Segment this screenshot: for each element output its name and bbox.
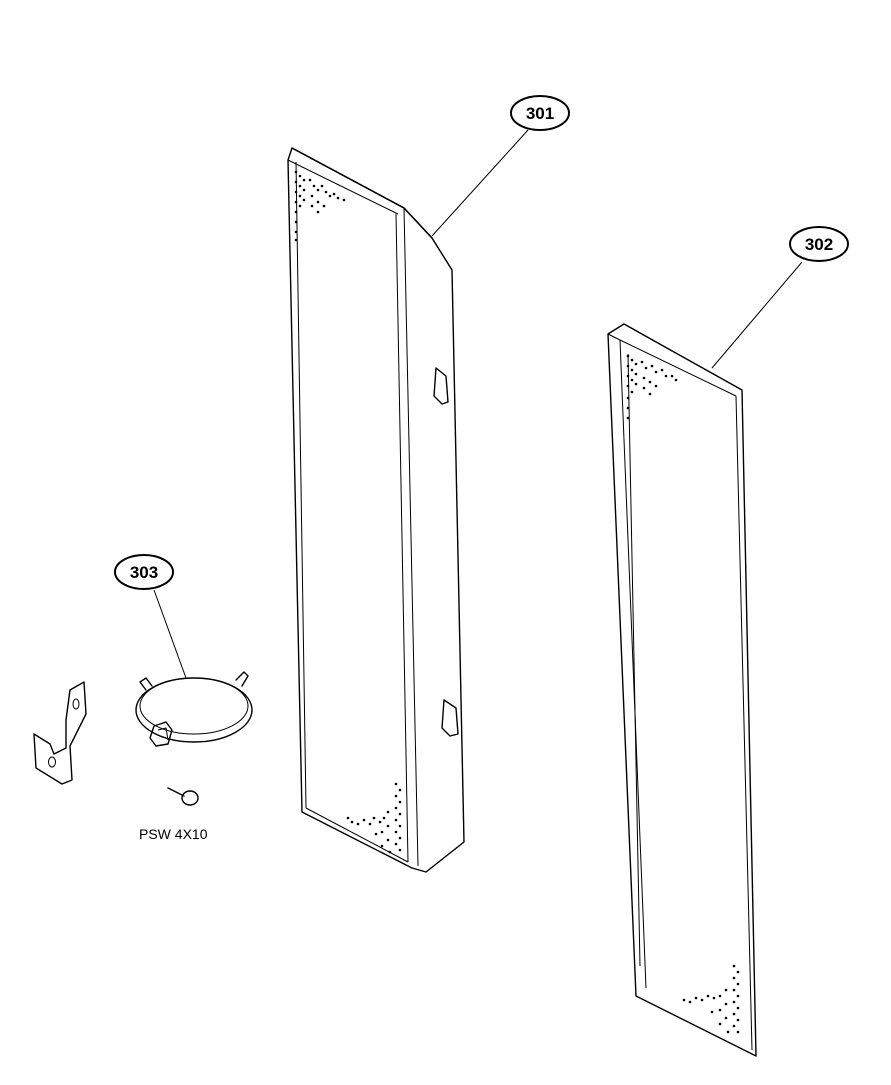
vent-perforations-bottom: [682, 964, 740, 1034]
vent-perforations-top: [626, 354, 678, 420]
retaining-ring-303: [135, 671, 253, 747]
screw-label: PSW 4X10: [139, 826, 208, 842]
callout-303: 303: [114, 554, 174, 590]
leader-lines: [153, 129, 803, 679]
vent-perforations-bottom: [346, 782, 402, 854]
callout-302-label: 302: [805, 235, 833, 254]
mounting-bracket: [33, 681, 87, 785]
side-panel-302: [607, 323, 757, 1057]
vent-perforations-top: [294, 170, 346, 242]
callout-303-label: 303: [130, 563, 158, 582]
callout-301: 301: [510, 95, 570, 131]
callout-301-label: 301: [526, 104, 554, 123]
screw-psw-4x10: [167, 787, 199, 806]
side-panel-301: [287, 147, 465, 873]
callout-302: 302: [789, 226, 849, 262]
